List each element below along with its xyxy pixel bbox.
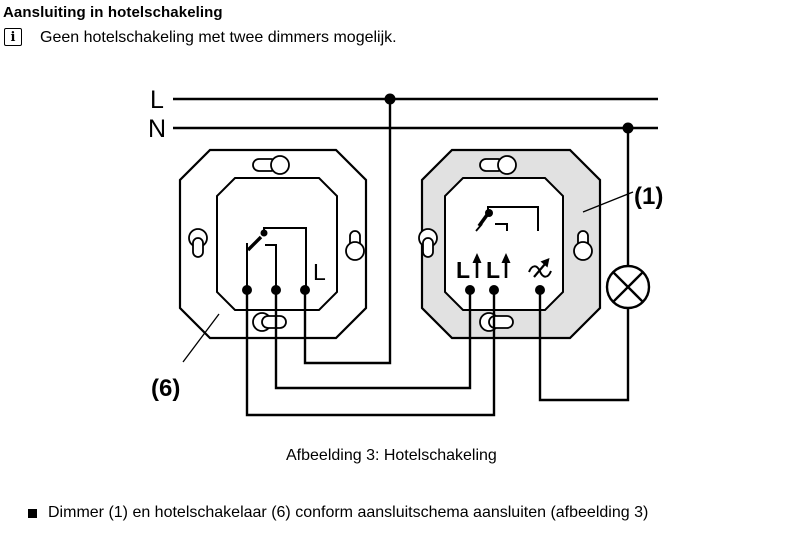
mounting-slot xyxy=(192,237,204,258)
terminal-dot xyxy=(489,285,499,295)
dimmer-switch-symbol xyxy=(475,206,539,232)
up-arrow-icon xyxy=(501,253,511,278)
label-right-terminal-l1: L xyxy=(456,257,470,283)
callout-line-1 xyxy=(582,191,634,213)
mounting-slot xyxy=(270,155,290,175)
mounting-slot xyxy=(422,237,434,258)
info-icon: i xyxy=(4,28,22,46)
wire-dimmer-to-lamp xyxy=(538,290,630,402)
wires xyxy=(245,99,630,417)
info-icon-glyph: i xyxy=(10,29,16,45)
two-way-switch-symbol xyxy=(246,227,307,290)
wire-l-to-switch xyxy=(303,99,392,365)
terminal-dot xyxy=(535,285,545,295)
right-plate-inner xyxy=(444,177,564,311)
mounting-slot xyxy=(345,241,365,261)
up-arrow-icon xyxy=(472,253,482,278)
mounting-slot xyxy=(497,155,517,175)
page-title: Aansluiting in hotelschakeling xyxy=(3,4,223,21)
label-line-n: N xyxy=(148,115,166,143)
wire-switch-to-dimmer-1 xyxy=(274,290,472,390)
hotel-switch-plate: L xyxy=(178,148,368,340)
mounting-slot xyxy=(573,241,593,261)
junction-dots xyxy=(242,93,634,295)
callout-label-switch: (6) xyxy=(151,375,180,402)
label-left-terminal-l: L xyxy=(313,259,326,285)
extension-arrow-icon xyxy=(528,258,552,278)
supply-lines xyxy=(173,97,658,130)
label-right-terminal-l2: L xyxy=(486,257,500,283)
bullet-text: Dimmer (1) en hotelschakelaar (6) confor… xyxy=(48,504,649,521)
mounting-slot xyxy=(488,315,514,329)
terminal-dot xyxy=(242,285,252,295)
figure-caption: Afbeelding 3: Hotelschakeling xyxy=(286,447,497,464)
terminal-dot xyxy=(465,285,475,295)
info-note: Geen hotelschakeling met twee dimmers mo… xyxy=(40,29,397,46)
terminal-dot xyxy=(271,285,281,295)
lamp-icon xyxy=(605,264,651,310)
junction-dot xyxy=(622,122,634,134)
wire-switch-to-dimmer-2 xyxy=(245,290,496,417)
callout-label-dimmer: (1) xyxy=(634,183,663,210)
bullet-marker xyxy=(28,509,37,518)
terminal-dot xyxy=(300,285,310,295)
mounting-slot xyxy=(261,315,287,329)
label-line-l: L xyxy=(150,86,164,114)
wiring-diagram: L N L xyxy=(148,86,663,417)
left-mounting-slots xyxy=(188,155,365,332)
callout-line-6 xyxy=(182,313,220,363)
junction-dot xyxy=(384,93,396,105)
dimmer-plate: L L xyxy=(418,148,602,340)
